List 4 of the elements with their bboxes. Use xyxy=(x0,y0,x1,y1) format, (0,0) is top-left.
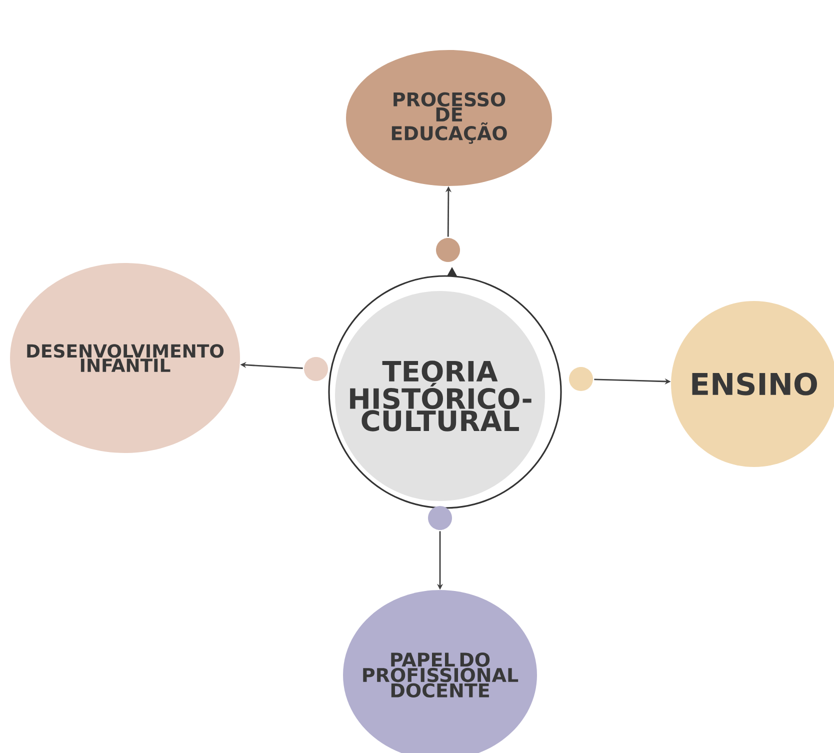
dot xyxy=(436,238,460,262)
dot xyxy=(304,357,328,381)
dot xyxy=(569,367,593,391)
dot xyxy=(428,506,452,530)
